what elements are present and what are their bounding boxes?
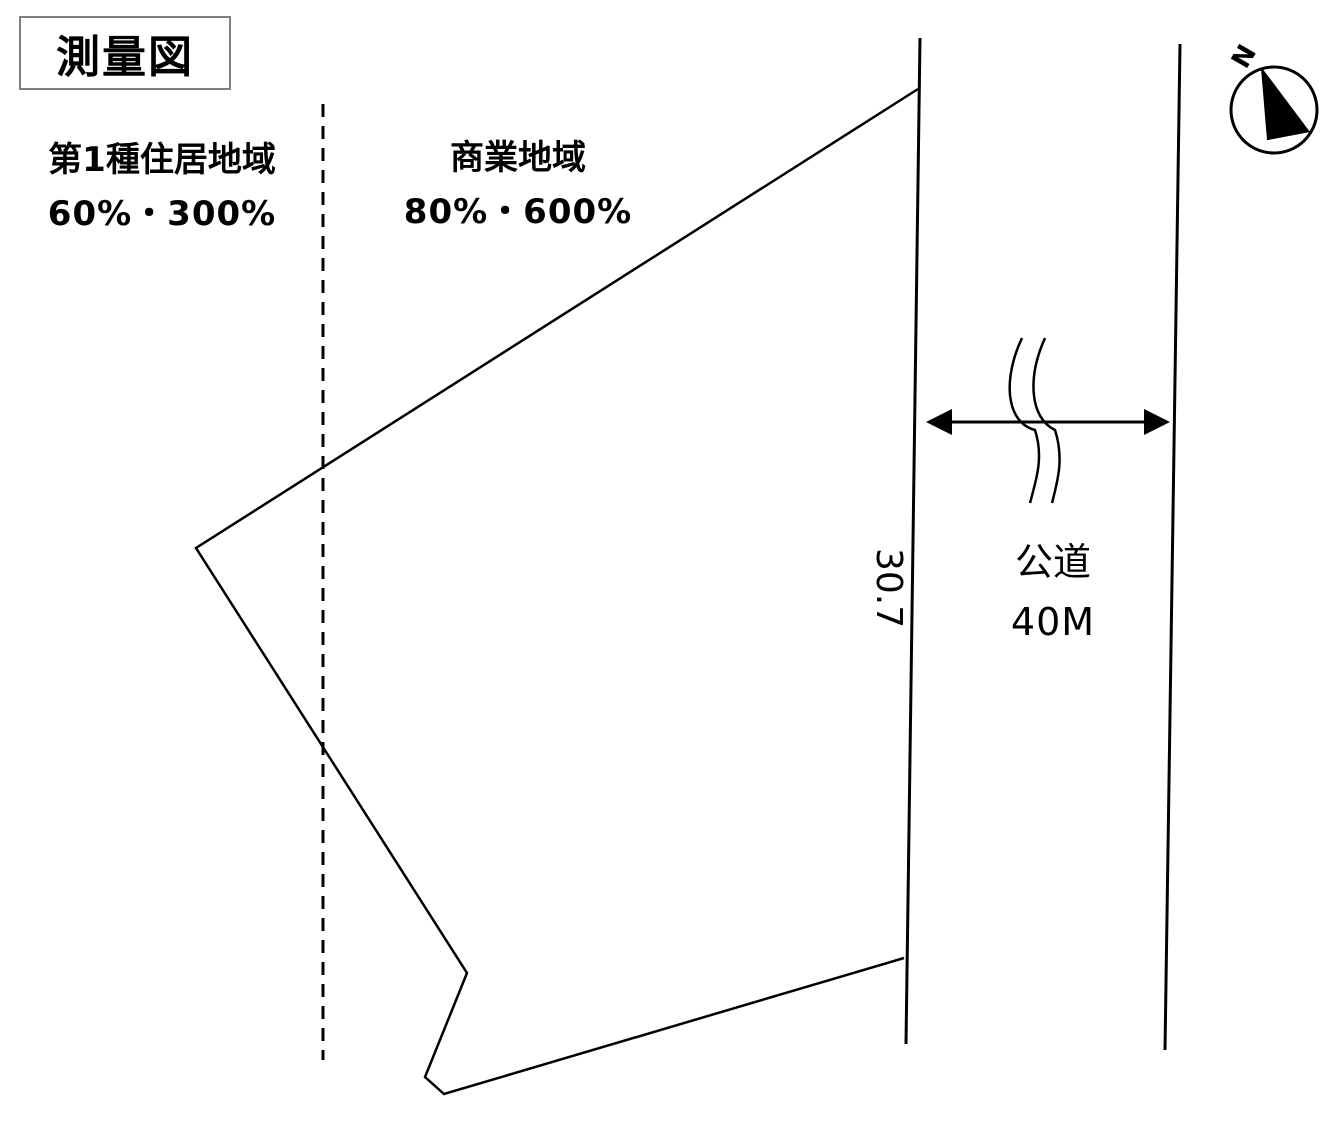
diagram-title: 測量図 <box>19 16 231 90</box>
zone-ratio-commercial: 80%・600% <box>403 192 633 232</box>
road-name: 公道 <box>1014 540 1091 584</box>
north-label: N <box>1226 40 1263 74</box>
zone-ratio-residential: 60%・300% <box>47 194 277 234</box>
road-width: 40M <box>1010 600 1096 644</box>
zone-name-commercial: 商業地域 <box>450 138 586 178</box>
lot-outline <box>194 87 919 1096</box>
zone-label-residential: 第1種住居地域 60%・300% <box>20 143 304 231</box>
zone-label-commercial: 商業地域 80%・600% <box>378 141 658 229</box>
frontage-dimension-label: 30.7 <box>868 548 909 629</box>
road-break-mark <box>1008 337 1061 504</box>
road-edge-near <box>904 37 922 1045</box>
road-edge-far <box>1163 43 1182 1051</box>
zone-name-residential: 第1種住居地域 <box>48 140 276 180</box>
north-arrow-icon: N <box>1226 40 1319 155</box>
road-label: 公道 40M <box>973 543 1133 641</box>
road-width-arrow <box>926 409 1170 435</box>
